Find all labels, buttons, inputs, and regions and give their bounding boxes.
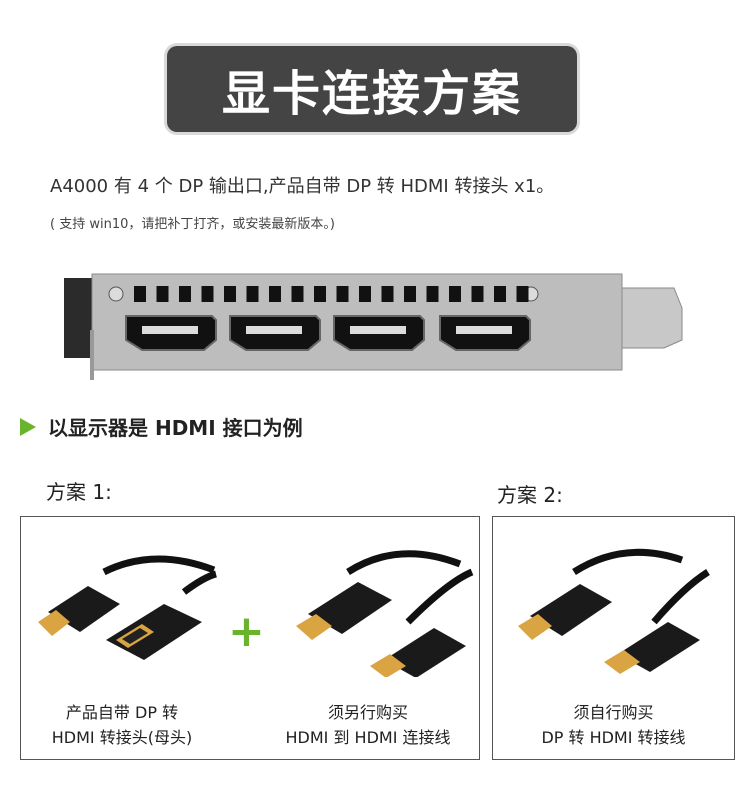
- bracket-vent-slot: [314, 286, 326, 302]
- bracket-vent-slot: [516, 286, 529, 302]
- plan2-label: 方案 2:: [497, 483, 563, 507]
- bracket-vent-slot: [426, 286, 439, 302]
- bracket-vent-slot: [201, 286, 214, 302]
- dp-adapter-image: [34, 552, 224, 672]
- product-description: A4000 有 4 个 DP 输出口,产品自带 DP 转 HDMI 转接头 x1…: [50, 176, 555, 197]
- bracket-vent-slot: [224, 286, 236, 302]
- page-title: 显卡连接方案: [167, 46, 577, 132]
- dp-hdmi-cable-image: [514, 542, 714, 677]
- bracket-vent-slot: [404, 286, 416, 302]
- bracket-vent-slot: [179, 286, 191, 302]
- plus-icon: +: [228, 606, 265, 657]
- section-heading-text: 以显示器是 HDMI 接口为例: [48, 416, 303, 440]
- bracket-vent-slot: [156, 286, 169, 302]
- plan1-item1-caption: 产品自带 DP 转 HDMI 转接头(母头): [22, 700, 222, 750]
- bracket-vent-slot: [449, 286, 461, 302]
- bracket-vent-slot: [291, 286, 304, 302]
- caption-line: DP 转 HDMI 转接线: [541, 728, 686, 747]
- gpu-bracket-image: [64, 268, 686, 384]
- bracket-vent-slot: [381, 286, 394, 302]
- hdmi-cable-image: [288, 542, 478, 677]
- bracket-vent-slot: [134, 286, 146, 302]
- green-triangle-icon: [20, 417, 36, 436]
- caption-line: 须另行购买: [327, 703, 408, 722]
- section-heading: 以显示器是 HDMI 接口为例: [20, 412, 303, 441]
- caption-line: 产品自带 DP 转: [65, 703, 179, 722]
- support-note: ( 支持 win10，请把补丁打齐，或安装最新版本。): [50, 217, 335, 232]
- caption-line: HDMI 到 HDMI 连接线: [285, 728, 451, 747]
- bracket-vent-slot: [336, 286, 349, 302]
- bracket-vent-slot: [269, 286, 281, 302]
- plan1-label: 方案 1:: [46, 480, 112, 504]
- bracket-vent-slot: [471, 286, 484, 302]
- bracket-vent-slot: [359, 286, 371, 302]
- caption-line: HDMI 转接头(母头): [51, 728, 193, 747]
- plan1-item2-caption: 须另行购买 HDMI 到 HDMI 连接线: [268, 700, 468, 750]
- bracket-vent-slot: [494, 286, 506, 302]
- plan2-item-caption: 须自行购买 DP 转 HDMI 转接线: [493, 700, 734, 750]
- caption-line: 须自行购买: [573, 703, 654, 722]
- bracket-vent-slot: [246, 286, 259, 302]
